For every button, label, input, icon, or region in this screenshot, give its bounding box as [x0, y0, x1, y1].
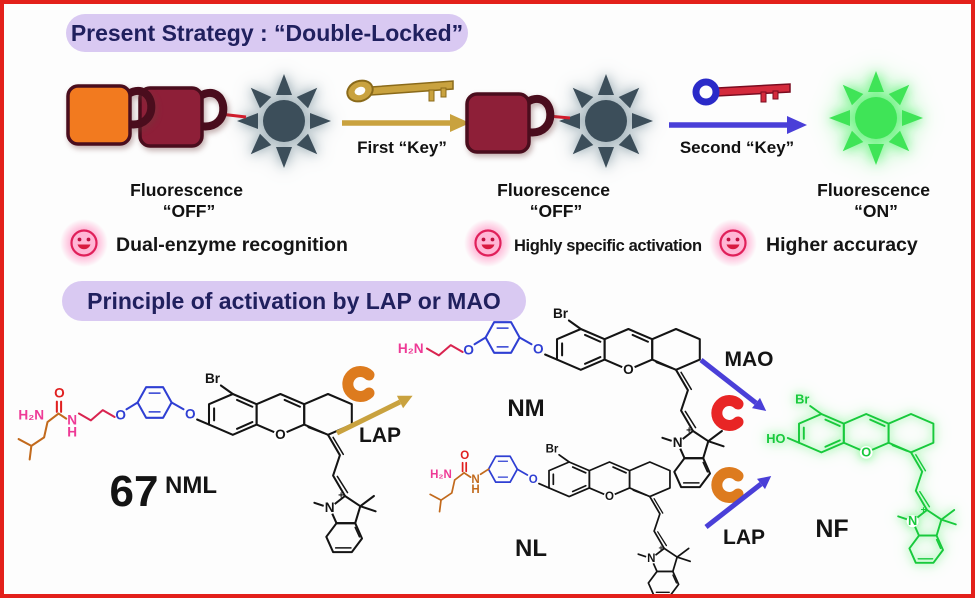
- nf-label: NF: [815, 515, 848, 543]
- nm-label: NM: [507, 395, 544, 422]
- nm-h2n: H₂N: [398, 341, 424, 356]
- nf-n-plus: +: [921, 504, 927, 515]
- lap-label-mid: LAP: [359, 424, 401, 447]
- nml-benzyl-o: O: [185, 407, 196, 422]
- nml-carbonyl-o: O: [54, 385, 65, 400]
- nl-amide-h: H: [471, 484, 479, 496]
- second-key-label: Second “Key”: [680, 138, 794, 157]
- fluorophore-off-sun-icon-2: [559, 74, 653, 168]
- smiley-icon-1: [58, 217, 110, 269]
- nl-indole-n: N: [647, 553, 655, 565]
- smiley-icon-2: [462, 217, 514, 269]
- nl-n-plus: +: [658, 543, 663, 553]
- fluorophore-off-sun-icon-1: [237, 74, 331, 168]
- nml-indole-n: N: [325, 500, 335, 515]
- nf-indole-n: N: [908, 513, 917, 528]
- nl-label: NL: [515, 535, 547, 562]
- maroon-lock-icon-2: [467, 94, 550, 152]
- nl-xanthene-o: O: [605, 491, 614, 503]
- nl-benzyl-o: O: [529, 474, 538, 486]
- mao-enzyme-icon: [717, 401, 738, 426]
- first-key-arrow: [342, 114, 470, 132]
- second-key-icon: [692, 78, 791, 106]
- nl-amide-n: N: [471, 474, 479, 486]
- nml-label: NML: [165, 472, 217, 499]
- nml-br: Br: [205, 371, 221, 386]
- lap-enzyme-icon-right: [717, 473, 738, 498]
- fluorescence-state-1: Fluorescence “OFF”: [130, 180, 248, 221]
- principle-title: Principle of activation by LAP or MAO: [87, 288, 501, 314]
- fluorophore-on-sun-icon: [829, 71, 923, 165]
- nf-br: Br: [795, 392, 809, 407]
- first-key-label: First “Key”: [357, 138, 447, 157]
- benefit-1: Dual-enzyme recognition: [116, 234, 348, 256]
- fluorescence-state-3: Fluorescence “ON”: [817, 180, 935, 221]
- nm-benzyl-o: O: [533, 342, 544, 357]
- nl-br: Br: [546, 444, 559, 456]
- molecule-nml: Br O N + O O N H O H₂N: [17, 371, 377, 554]
- smiley-icon-3: [707, 217, 759, 269]
- nm-indole-n: N: [673, 435, 683, 450]
- lap-arrow-right: [704, 476, 772, 529]
- lap-arrow-mid: [335, 395, 413, 436]
- nm-aryl-o: O: [463, 343, 474, 358]
- single-lock-group: [467, 74, 653, 168]
- mao-arrow: [699, 358, 767, 411]
- benefit-2: Highly specific activation: [514, 237, 702, 255]
- nml-xanthene-o: O: [275, 427, 286, 442]
- nm-br: Br: [553, 306, 569, 321]
- nml-aryl-o: O: [115, 408, 126, 423]
- nml-n-plus: +: [338, 491, 344, 502]
- strategy-title-pill: Present Strategy : “Double-Locked”: [66, 14, 468, 52]
- mao-label: MAO: [725, 348, 774, 371]
- nl-carbonyl-o: O: [460, 450, 469, 462]
- principle-title-pill: Principle of activation by LAP or MAO: [62, 281, 526, 321]
- nf-ho: HO: [766, 431, 785, 446]
- second-key-arrow: [669, 116, 807, 134]
- molecule-nl: Br O N + O N H O H₂N: [429, 444, 691, 594]
- scheme-canvas: Present Strategy : “Double-Locked” Fluor…: [17, 14, 957, 594]
- nml-amide-h: H: [67, 425, 77, 440]
- lap-enzyme-icon-mid: [348, 372, 369, 397]
- nm-xanthene-o: O: [623, 362, 634, 377]
- nml-h2n: H₂N: [18, 408, 44, 423]
- benefit-3: Higher accuracy: [766, 234, 918, 256]
- strategy-title: Present Strategy : “Double-Locked”: [71, 20, 463, 46]
- first-key-icon: [346, 79, 454, 103]
- compound-number-label: 67: [110, 467, 159, 516]
- molecule-nm: Br O N + O O H₂N: [398, 306, 725, 489]
- lap-label-right: LAP: [723, 526, 765, 549]
- fluorescence-state-2: Fluorescence “OFF”: [497, 180, 615, 221]
- nf-xanthene-o: O: [861, 444, 871, 459]
- double-lock-group: [68, 74, 331, 168]
- molecule-nf: Br HO O N +: [766, 392, 957, 564]
- nm-n-plus: +: [686, 426, 692, 437]
- nml-amide-n: N: [67, 413, 77, 428]
- nl-h2n: H₂N: [430, 469, 452, 481]
